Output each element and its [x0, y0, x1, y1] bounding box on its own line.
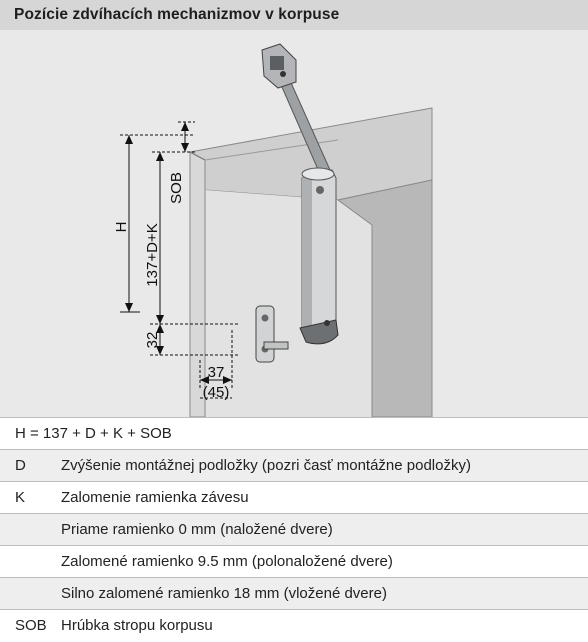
- page-title: Pozície zdvíhacích mechanizmov v korpuse: [14, 6, 340, 23]
- dim-label-37: 37: [208, 364, 225, 381]
- legend-row-k-straight: Priame ramienko 0 mm (naložené dvere): [0, 513, 588, 545]
- legend-code: D: [15, 457, 26, 474]
- dim-label-45: (45): [203, 384, 230, 401]
- dim-label-137dk: 137+D+K: [144, 223, 161, 286]
- formula-text: H = 137 + D + K + SOB: [15, 425, 172, 442]
- legend-description: Hrúbka stropu korpusu: [61, 617, 213, 634]
- legend-description: Zalomenie ramienka závesu: [61, 489, 249, 506]
- mounting-diagram: H 137+D+K SOB 32 37 (45): [0, 30, 588, 417]
- title-bar: Pozície zdvíhacích mechanizmov v korpuse: [0, 0, 588, 30]
- dim-label-h: H: [113, 222, 130, 233]
- legend-code: SOB: [15, 617, 47, 634]
- legend-row-k-half: Zalomené ramienko 9.5 mm (polonaložené d…: [0, 545, 588, 577]
- legend-row-sob: SOB Hrúbka stropu korpusu: [0, 609, 588, 641]
- dim-label-32: 32: [144, 332, 161, 349]
- legend-description: Zvýšenie montážnej podložky (pozri časť …: [61, 457, 471, 474]
- dimension-arrows: [125, 122, 232, 384]
- formula-row: H = 137 + D + K + SOB: [0, 417, 588, 449]
- lift-mechanism: [261, 43, 339, 345]
- diagram-svg: H 137+D+K SOB 32 37 (45): [113, 43, 433, 417]
- legend-description: Silno zalomené ramienko 18 mm (vložené d…: [61, 585, 387, 602]
- legend-row-k-inset: Silno zalomené ramienko 18 mm (vložené d…: [0, 577, 588, 609]
- mounting-plate: [255, 305, 289, 363]
- dim-label-sob: SOB: [168, 172, 185, 204]
- legend-description: Zalomené ramienko 9.5 mm (polonaložené d…: [61, 553, 393, 570]
- cabinet-back-wall: [205, 190, 372, 417]
- cabinet-side-panel: [336, 179, 433, 417]
- cabinet-front-edge: [189, 151, 206, 417]
- legend-row-d: D Zvýšenie montážnej podložky (pozri čas…: [0, 449, 588, 481]
- legend-description: Priame ramienko 0 mm (naložené dvere): [61, 521, 333, 538]
- legend-code: K: [15, 489, 26, 506]
- legend-row-k: K Zalomenie ramienka závesu: [0, 481, 588, 513]
- legend-table: H = 137 + D + K + SOB D Zvýšenie montážn…: [0, 417, 588, 641]
